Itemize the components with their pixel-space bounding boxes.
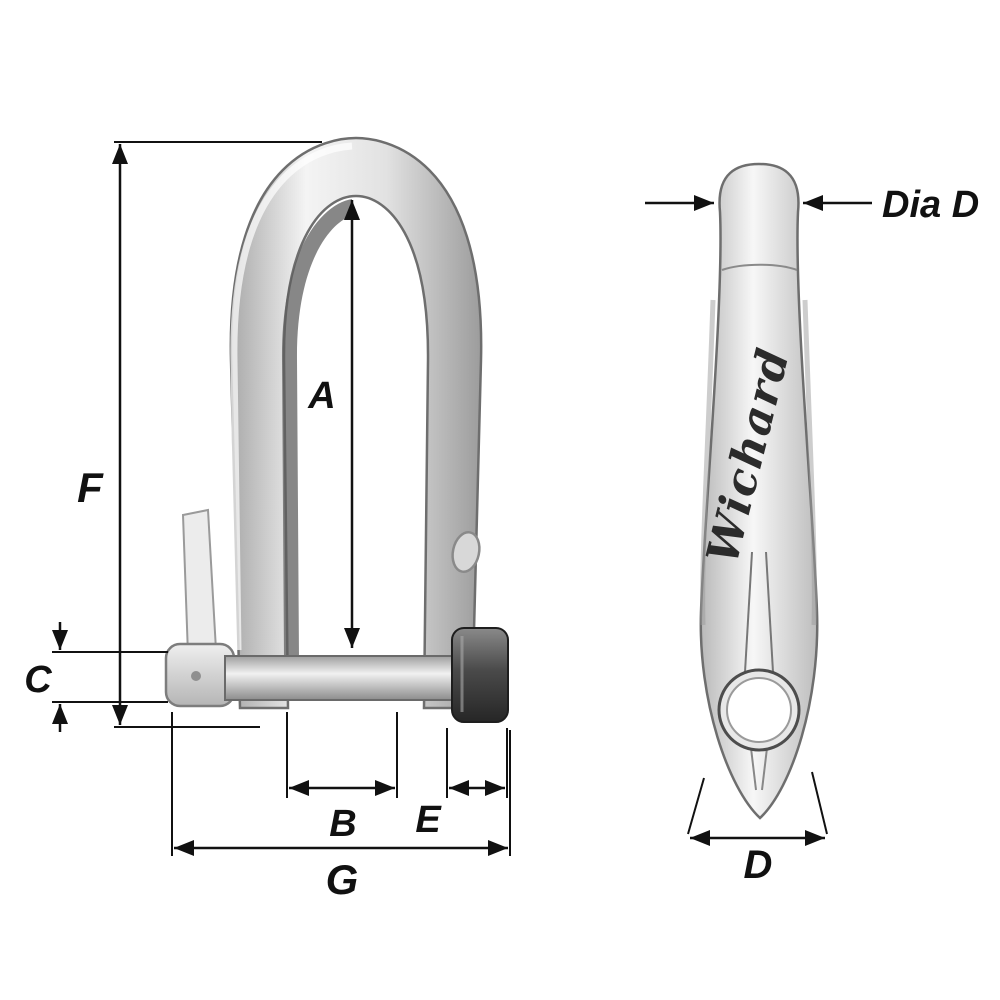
side-view: Wichard: [697, 162, 819, 820]
slot-line-right: [765, 551, 774, 673]
edge-shade-left: [700, 299, 716, 626]
key-pin-handle: [181, 508, 218, 657]
dim-D-ext-left: [687, 777, 705, 835]
tip-line-right: [761, 747, 768, 791]
front-view: [164, 136, 509, 723]
highlight: [230, 142, 353, 651]
label-C: C: [24, 659, 52, 701]
inner-shadow: [281, 199, 352, 660]
label-G: G: [326, 856, 359, 903]
shackle-pin: [224, 655, 466, 701]
cap-joint-line: [721, 263, 798, 271]
label-diaD: Dia D: [882, 184, 979, 226]
label-D: D: [744, 843, 773, 887]
key-plate-dot: [191, 671, 201, 681]
slot-line-left: [744, 551, 753, 673]
tip-line-left: [750, 747, 757, 791]
dim-D-ext-right: [811, 771, 828, 835]
label-A: A: [307, 375, 335, 417]
rivet-detail: [451, 531, 481, 573]
pin-head: [451, 627, 509, 723]
dimension-lines: [52, 141, 872, 856]
shackle-body: [229, 136, 483, 710]
pin-hole-inner: [726, 677, 792, 743]
label-F: F: [77, 464, 104, 511]
label-B: B: [329, 803, 356, 845]
edge-shade-right: [802, 299, 817, 626]
label-E: E: [415, 799, 442, 841]
